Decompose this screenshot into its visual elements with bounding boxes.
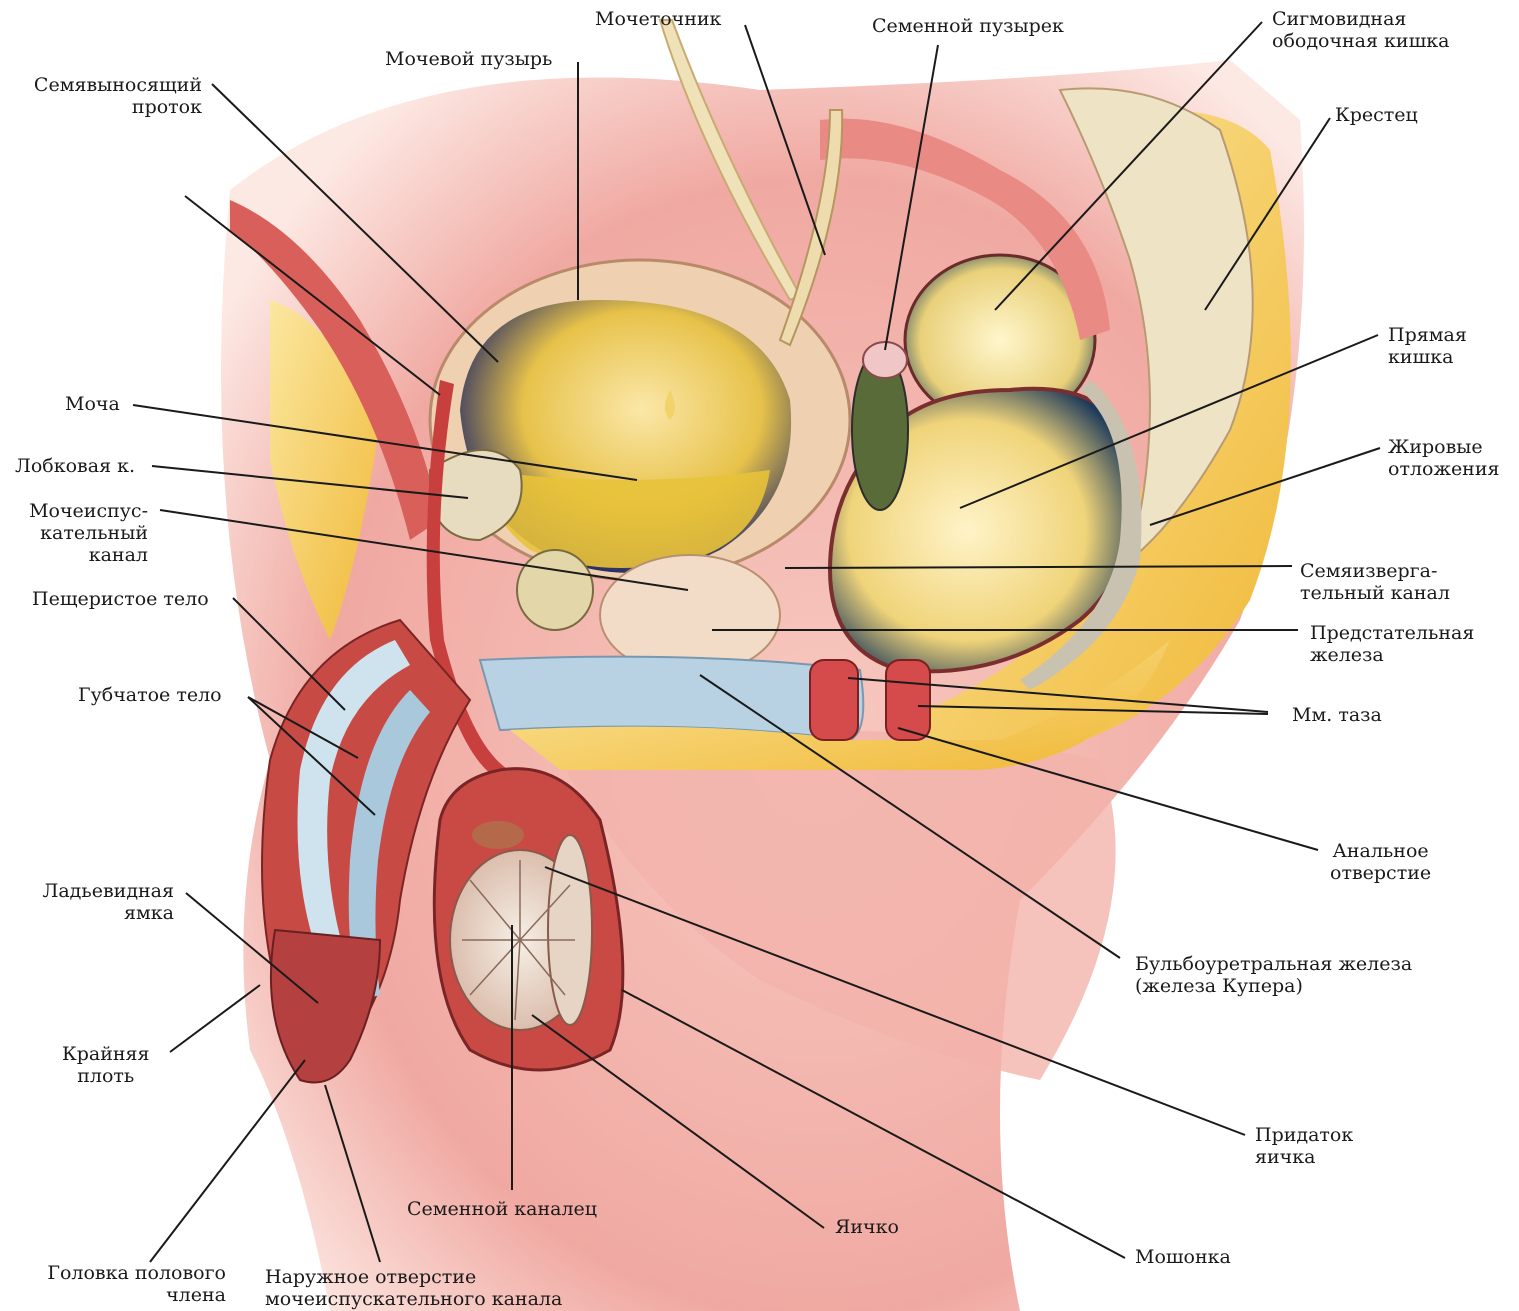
label-bladder: Мочевой пузырь bbox=[385, 48, 552, 70]
epididymis-shape bbox=[548, 835, 592, 1025]
label-testis: Яичко bbox=[835, 1216, 899, 1238]
label-sacrum: Крестец bbox=[1335, 104, 1418, 126]
label-pelvic-muscles: Мм. таза bbox=[1292, 704, 1382, 726]
epididymis-head bbox=[472, 821, 524, 849]
label-corpus-spongiosum: Губчатое тело bbox=[78, 684, 222, 706]
pelvic-muscle-back bbox=[886, 660, 930, 740]
label-corpus-cavernosum: Пещеристое тело bbox=[32, 588, 209, 610]
pelvic-muscle-front bbox=[810, 660, 858, 740]
label-urine: Моча bbox=[65, 393, 120, 415]
label-seminiferous-tubule: Семенной каналец bbox=[407, 1198, 597, 1220]
leader-line-glans bbox=[150, 1060, 305, 1262]
label-pubic-bone: Лобковая к. bbox=[15, 455, 135, 477]
label-ureter: Мочеточник bbox=[595, 8, 721, 30]
label-seminal-vesicle: Семенной пузырек bbox=[872, 15, 1064, 37]
pubic-bone-lower bbox=[517, 550, 593, 630]
label-scrotum: Мошонка bbox=[1135, 1246, 1231, 1268]
label-ejaculatory-duct: Семяизверга-тельный канал bbox=[1300, 560, 1450, 604]
label-bulbourethral-gland: Бульбоуретральная железа(железа Купера) bbox=[1135, 953, 1412, 997]
